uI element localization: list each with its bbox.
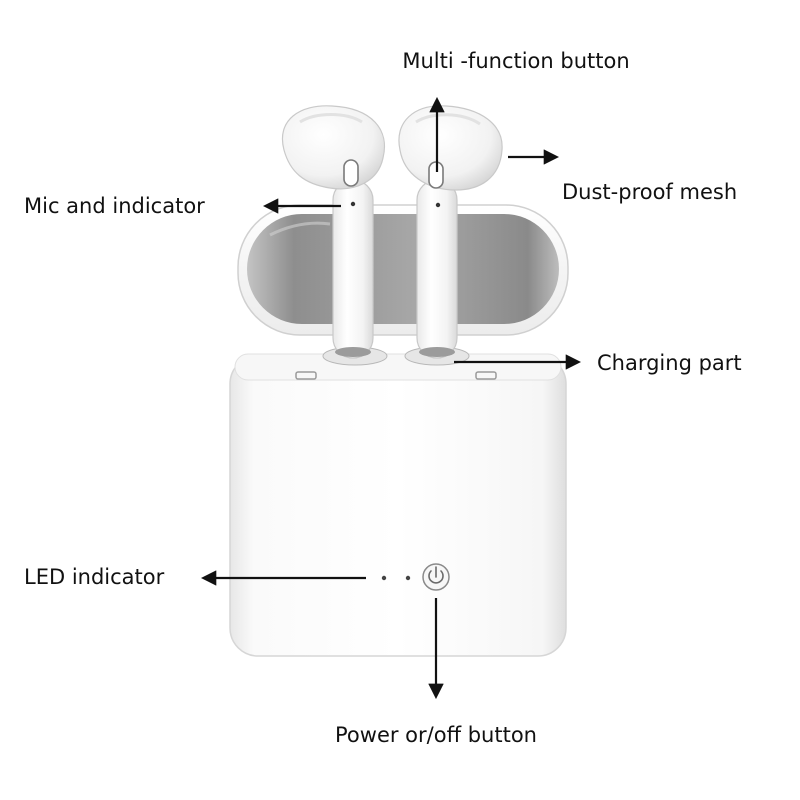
touch-button-left (343, 159, 359, 187)
label-mic-indicator: Mic and indicator (24, 194, 205, 218)
arrows (200, 96, 582, 700)
label-led-indicator: LED indicator (24, 565, 165, 589)
led-dot-1 (381, 575, 387, 581)
mic-dot-right (435, 202, 441, 208)
label-charging-part: Charging part (597, 351, 742, 375)
power-icon (422, 563, 450, 591)
hinge-right (475, 371, 497, 380)
mic-dot-left (350, 201, 356, 207)
case-lid (237, 204, 569, 336)
earbud-left (281, 105, 385, 359)
earbud-right (398, 105, 503, 359)
label-dust-proof: Dust-proof mesh (562, 180, 737, 204)
led-dot-2 (405, 575, 411, 581)
label-power-button: Power or/off button (335, 723, 537, 747)
charging-case-body (229, 346, 567, 657)
hinge-left (295, 371, 317, 380)
label-multi-function: Multi -function button (402, 49, 629, 73)
